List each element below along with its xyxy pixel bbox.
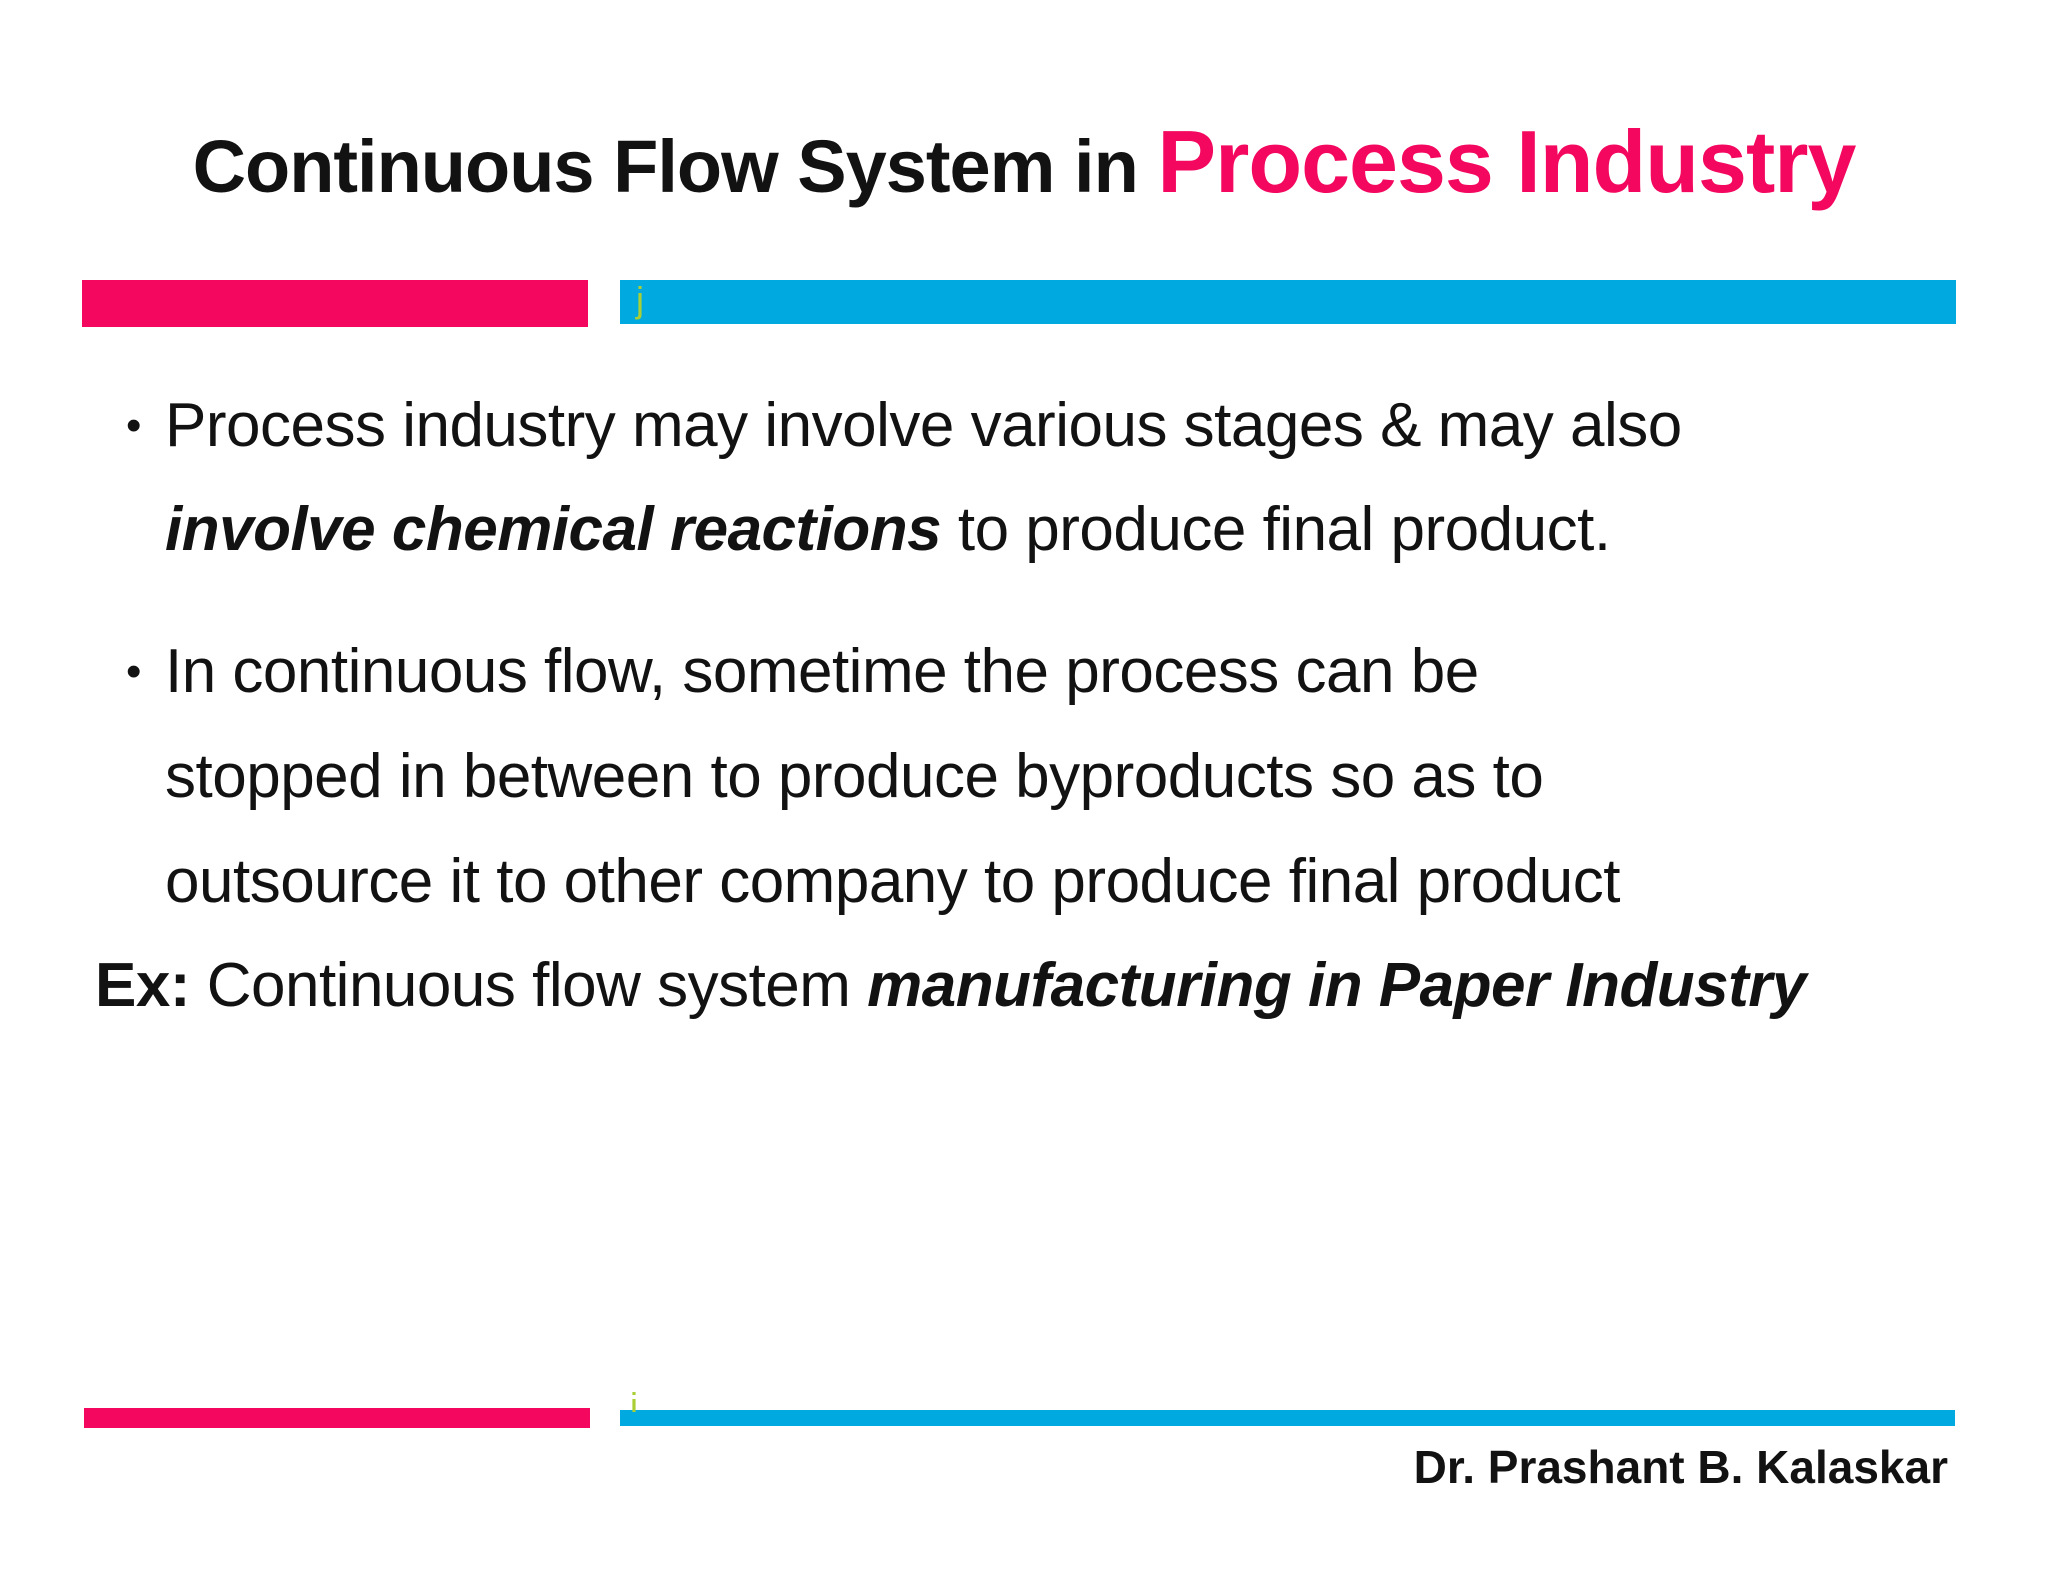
slide-title: Continuous Flow System in Process Indust… <box>0 118 2048 206</box>
bullet-1-line-1: Process industry may involve various sta… <box>165 391 1682 460</box>
text-segment-bold-italic: involve chemical reactions <box>165 495 942 564</box>
bullet-2-line-1: In continuous flow, sometime the process… <box>165 637 1479 706</box>
bullet-2-line-3: outsource it to other company to produce… <box>165 847 1620 916</box>
top-bar-glyph: j <box>636 279 644 320</box>
slide-title-accent: Process Industry <box>1157 112 1856 211</box>
footer-author: Dr. Prashant B. Kalaskar <box>1413 1441 1948 1493</box>
example-line: Ex: Continuous flow system manufacturing… <box>95 951 1806 1020</box>
bottom-cyan-bar <box>620 1410 1955 1426</box>
bullet-marker: • <box>126 401 142 450</box>
bottom-pink-bar <box>84 1408 590 1428</box>
text-segment-regular: In continuous flow, sometime the process… <box>165 637 1479 706</box>
bullet-2-line-2: stopped in between to produce byproducts… <box>165 742 1544 811</box>
text-segment-regular: to produce final product. <box>941 495 1611 564</box>
top-pink-bar <box>82 280 588 327</box>
bullet-1-line-2: involve chemical reactions to produce fi… <box>165 495 1611 564</box>
bottom-bar-glyph-clip: j <box>630 1388 656 1412</box>
bottom-bar-glyph: j <box>630 1388 638 1412</box>
text-segment-regular: stopped in between to produce byproducts… <box>165 742 1544 811</box>
text-segment-regular: outsource it to other company to produce… <box>165 847 1620 916</box>
text-segment-bold-italic: manufacturing in Paper Industry <box>867 951 1806 1020</box>
slide-title-main: Continuous Flow System in <box>192 125 1158 208</box>
text-segment-bold: Ex: <box>95 951 190 1020</box>
text-segment-regular: Continuous flow system <box>189 951 868 1020</box>
top-cyan-bar: j <box>620 280 1956 324</box>
text-segment-regular: Process industry may involve various sta… <box>165 391 1682 460</box>
bullet-marker: • <box>126 647 142 696</box>
